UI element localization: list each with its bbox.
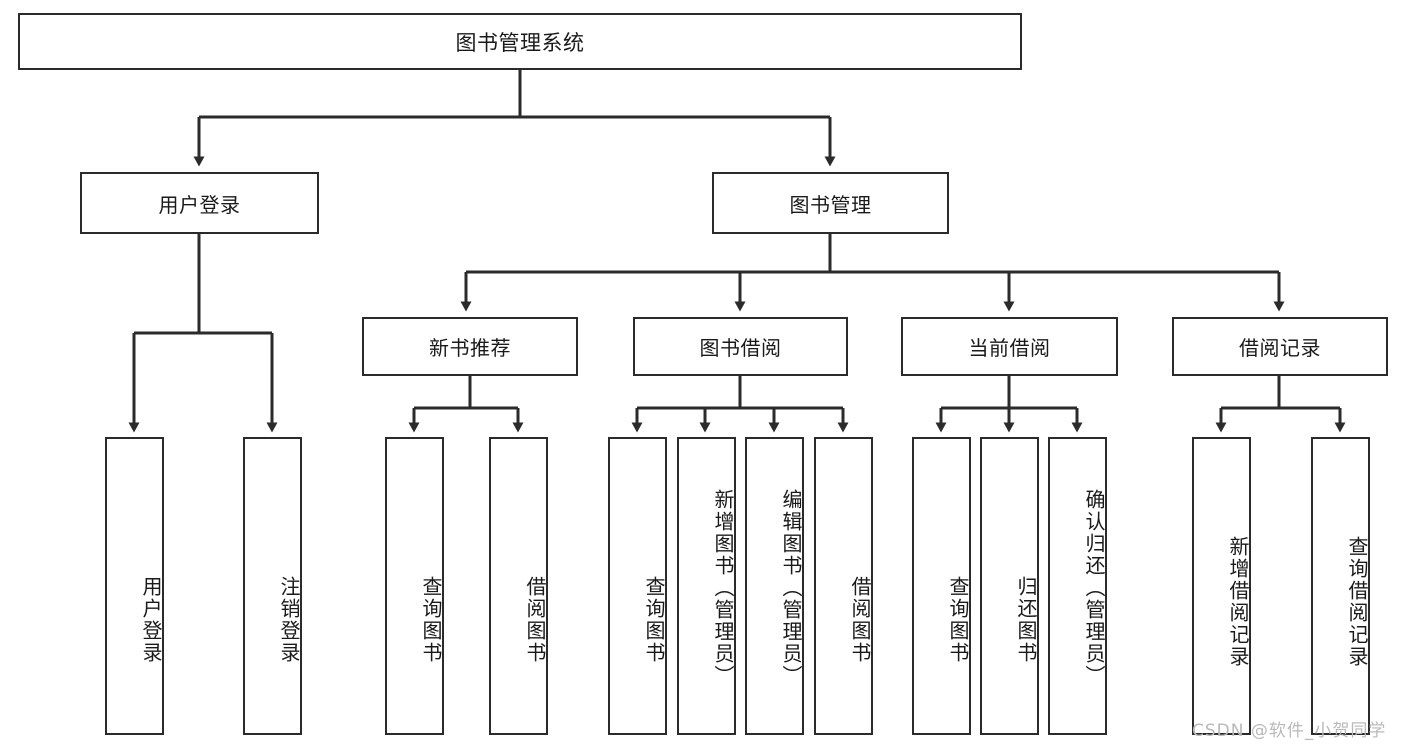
leaf-query-book-recommend[interactable]: 查询图书 (385, 437, 444, 735)
node-current-borrow[interactable]: 当前借阅 (901, 317, 1118, 376)
leaf-borrow-book-recommend[interactable]: 借阅图书 (489, 437, 548, 735)
leaf-add-book-admin[interactable]: 新增图书（管理员） (677, 437, 736, 735)
leaf-query-book-current[interactable]: 查询图书 (912, 437, 971, 735)
leaf-return-book[interactable]: 归还图书 (980, 437, 1039, 735)
node-book-borrow[interactable]: 图书借阅 (633, 317, 848, 376)
leaf-query-borrow-record[interactable]: 查询借阅记录 (1311, 437, 1370, 735)
leaf-add-borrow-record[interactable]: 新增借阅记录 (1192, 437, 1251, 735)
node-book-management[interactable]: 图书管理 (712, 172, 949, 234)
csdn-watermark: CSDN @软件_小贺同学 (1192, 721, 1387, 741)
leaf-user-login[interactable]: 用户登录 (105, 437, 164, 735)
leaf-borrow-book[interactable]: 借阅图书 (814, 437, 873, 735)
node-user-login[interactable]: 用户登录 (80, 172, 319, 234)
leaf-confirm-return-admin[interactable]: 确认归还（管理员） (1048, 437, 1107, 735)
leaf-query-book-borrow[interactable]: 查询图书 (608, 437, 667, 735)
node-borrow-record[interactable]: 借阅记录 (1172, 317, 1388, 376)
leaf-logout[interactable]: 注销登录 (243, 437, 302, 735)
node-root-book-management-system[interactable]: 图书管理系统 (18, 13, 1022, 70)
node-new-book-recommend[interactable]: 新书推荐 (362, 317, 578, 376)
leaf-edit-book-admin[interactable]: 编辑图书（管理员） (745, 437, 804, 735)
